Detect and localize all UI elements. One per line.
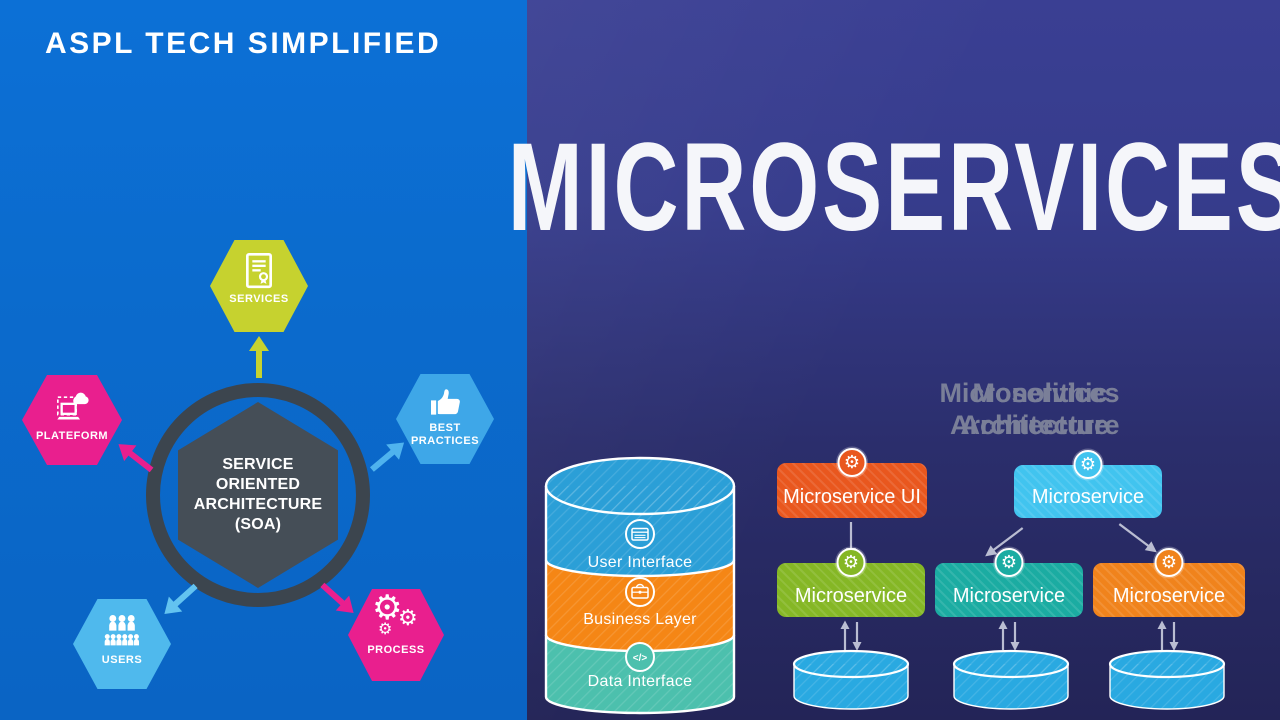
- database-cylinder: [1107, 649, 1227, 718]
- window-icon: [625, 519, 655, 549]
- service-badge: ⚙: [1073, 450, 1103, 479]
- gear-icon: ⚙: [372, 588, 403, 628]
- box-microservice-orange: ⚙ Microservice: [1093, 548, 1245, 617]
- hexagon-services: SERVICES: [210, 240, 308, 332]
- layer-label: Data Interface: [588, 673, 693, 690]
- cloud-laptop-icon: [50, 386, 94, 430]
- box-microservice-sky: ⚙ Microservice: [1014, 450, 1162, 518]
- box-microservice-teal: ⚙ Microservice: [935, 548, 1083, 617]
- arrow-to-users: [156, 576, 205, 623]
- thumbs-up-icon: [425, 382, 465, 422]
- brand-title: ASPL TECH SIMPLIFIED: [45, 27, 442, 60]
- arrow-to-best-practices: [363, 433, 412, 479]
- hexagon-plateform: PLATEFORM: [22, 375, 122, 465]
- service-badge: ⚙: [837, 448, 867, 477]
- hexagon-best-practices: BEST PRACTICES: [396, 374, 494, 464]
- arrow-sky-to-orange: [1108, 514, 1166, 567]
- svg-text:</>: </>: [633, 653, 648, 664]
- gears-icon: ⚙ ⚙ ⚙: [370, 591, 422, 644]
- database-cylinder: [951, 649, 1071, 718]
- hexagon-label: PLATEFORM: [35, 430, 109, 442]
- monolithic-heading: Monolithic Architecture: [960, 378, 1120, 440]
- gear-icon: ⚙: [843, 451, 861, 473]
- service-badge: ⚙: [1154, 548, 1184, 577]
- code-icon: </>: [625, 642, 655, 672]
- microservices-heading: Microservices Architecture: [939, 378, 1120, 440]
- hexagon-process: ⚙ ⚙ ⚙ PROCESS: [348, 589, 444, 681]
- layer-label: Business Layer: [583, 611, 697, 628]
- briefcase-icon: [625, 577, 655, 607]
- hexagon-label: SERVICES: [229, 293, 289, 305]
- box-microservice-green: ⚙ Microservice: [777, 548, 925, 617]
- layer-label: User Interface: [588, 554, 693, 571]
- service-badge: ⚙: [994, 548, 1024, 577]
- arrows-service-db: [1153, 620, 1183, 652]
- arrow-to-services: [248, 334, 270, 380]
- hexagon-label: PROCESS: [367, 644, 425, 656]
- monolithic-cylinder: </> User Interface Business Layer Data I…: [543, 454, 737, 720]
- microservices-panel: MICROSERVICES Monolithic Architecture Mi…: [508, 0, 1280, 720]
- page-title: MICROSERVICES: [508, 117, 1280, 257]
- gear-icon: ⚙: [1000, 551, 1018, 573]
- arrow-to-plateform: [110, 434, 160, 480]
- certificate-icon: [239, 249, 279, 293]
- arrows-service-db: [994, 620, 1024, 652]
- gear-icon: ⚙: [1079, 453, 1097, 475]
- gear-icon: ⚙: [842, 551, 860, 573]
- database-cylinder: [791, 649, 911, 718]
- gear-icon: ⚙: [398, 606, 418, 631]
- hexagon-users: USERS: [73, 599, 171, 689]
- soa-title: SERVICE ORIENTED ARCHITECTURE (SOA): [193, 456, 323, 533]
- gear-icon: ⚙: [378, 619, 393, 638]
- soa-panel: ASPL TECH SIMPLIFIED SERVICE ORIENTED AR…: [0, 0, 527, 720]
- arrow-sky-to-teal: [973, 514, 1031, 567]
- service-badge: ⚙: [836, 548, 866, 577]
- team-icon: [99, 610, 145, 654]
- arrow-to-process: [314, 575, 363, 622]
- gear-icon: ⚙: [1160, 551, 1178, 573]
- hexagon-label: USERS: [101, 654, 143, 666]
- hexagon-label: BEST PRACTICES: [410, 422, 480, 447]
- box-microservice-ui: ⚙ Microservice UI: [777, 448, 927, 518]
- arrows-service-db: [836, 620, 866, 652]
